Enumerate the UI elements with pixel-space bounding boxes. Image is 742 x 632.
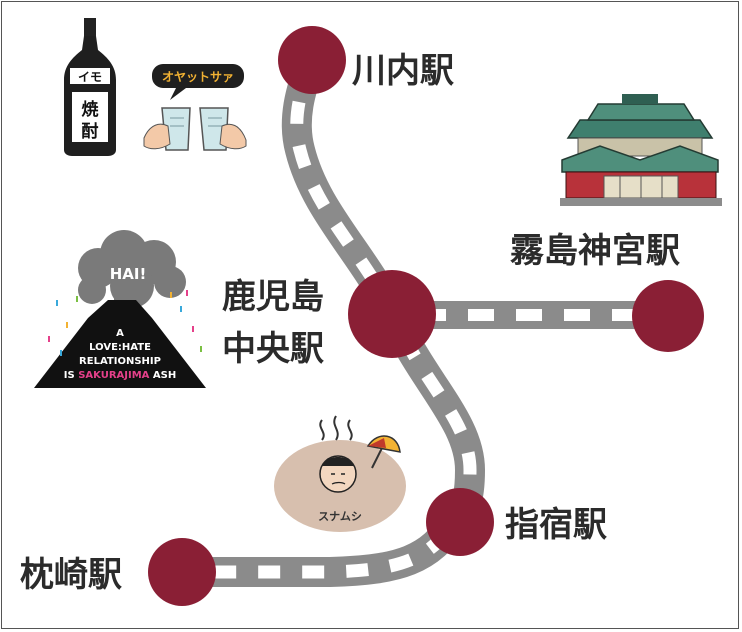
volcano-caption-highlight: SAKURAJIMA bbox=[78, 370, 149, 381]
station-sendai-marker[interactable] bbox=[278, 26, 346, 94]
shochu-illustration: イモ 焼 酎 オヤットサァ bbox=[64, 18, 247, 156]
shochu-bottle-label-2: 酎 bbox=[82, 121, 99, 142]
station-label-ibusuki: 指宿駅 bbox=[505, 505, 607, 545]
station-label-kirishima-jingu: 霧島神宮駅 bbox=[510, 231, 680, 271]
station-ibusuki-marker[interactable] bbox=[426, 488, 494, 556]
station-label-kagoshima-chuo-line2: 中央駅 bbox=[222, 329, 324, 369]
steam-icon bbox=[319, 415, 353, 441]
shochu-bottle-icon: イモ 焼 酎 bbox=[64, 18, 116, 156]
sand-bath-illustration: スナムシ bbox=[274, 415, 406, 532]
volcano-caption-line4-pre: IS bbox=[64, 370, 78, 381]
sand-bath-label: スナムシ bbox=[318, 510, 362, 523]
volcano-caption-line1: A bbox=[116, 328, 124, 339]
volcano-caption-line2: LOVE:HATE bbox=[89, 342, 151, 353]
station-kirishima-jingu-marker[interactable] bbox=[632, 280, 704, 352]
kirishima-shrine-illustration bbox=[560, 94, 722, 206]
toast-glasses-icon bbox=[143, 107, 247, 151]
volcano-caption-line4: IS SAKURAJIMA ASH bbox=[64, 370, 176, 381]
station-label-makurazaki: 枕崎駅 bbox=[20, 555, 122, 595]
rail-line-ibusuki-makurazaki bbox=[182, 54, 486, 587]
shochu-speech-bubble: オヤットサァ bbox=[152, 64, 244, 100]
station-makurazaki-marker[interactable] bbox=[148, 538, 216, 606]
volcano-caption-line4-post: ASH bbox=[149, 370, 176, 381]
volcano-caption-line3: RELATIONSHIP bbox=[79, 356, 161, 367]
ash-confetti bbox=[48, 290, 202, 356]
volcano-speech-text: HAI! bbox=[110, 265, 147, 283]
sakurajima-illustration: HAI! A LOVE:HATE RELATIONSHIP IS SAKURAJ… bbox=[34, 230, 206, 388]
buried-person-face-icon bbox=[319, 455, 357, 493]
shochu-bottle-top-label: イモ bbox=[78, 70, 102, 84]
beach-umbrella-icon bbox=[366, 435, 401, 469]
volcano-smoke-icon: HAI! bbox=[78, 230, 186, 320]
station-label-kagoshima-chuo-line1: 鹿児島 bbox=[222, 277, 324, 317]
shochu-speech-text: オヤットサァ bbox=[162, 70, 234, 84]
station-kagoshima-chuo-marker[interactable] bbox=[348, 270, 436, 358]
shochu-bottle-label-1: 焼 bbox=[82, 99, 99, 120]
station-label-sendai: 川内駅 bbox=[352, 51, 454, 91]
